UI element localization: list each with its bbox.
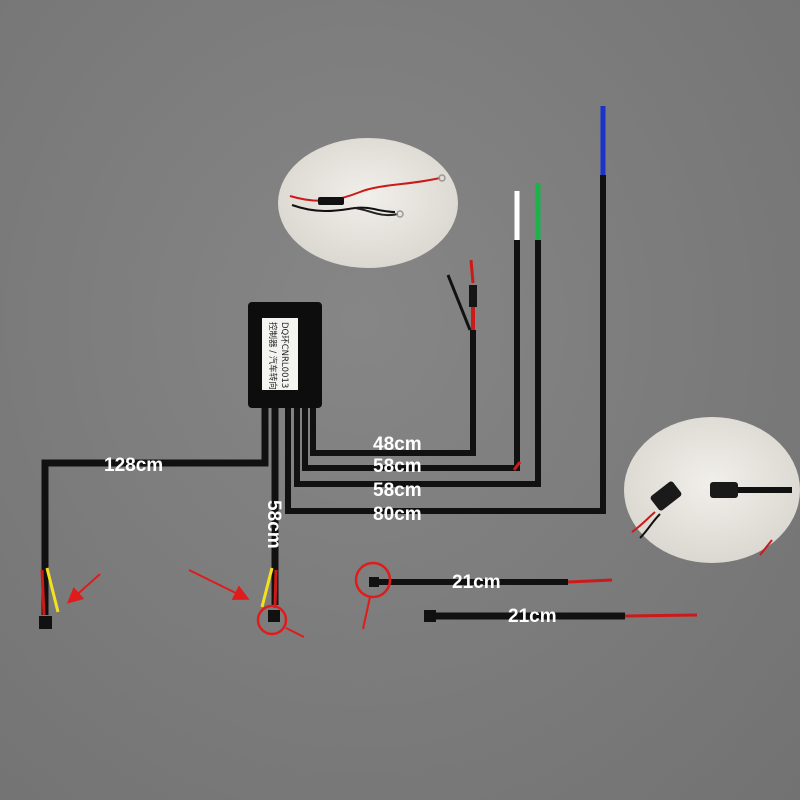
wire-58cm-vertical: [260, 407, 280, 622]
arrow-icon: [188, 569, 250, 600]
wire-21cm-upper: [369, 577, 613, 587]
label-58cm-a: 58cm: [373, 456, 422, 477]
label-48cm: 48cm: [373, 434, 422, 455]
label-80cm: 80cm: [373, 504, 422, 525]
terminal-plug-icon: [268, 610, 280, 622]
wire-21cm-lower: [424, 610, 698, 622]
label-128cm: 128cm: [104, 455, 163, 476]
wire-58cm-white: [302, 191, 522, 471]
label-58cm-b: 58cm: [373, 480, 422, 501]
socket-connector-icon: [710, 482, 738, 498]
label-21cm-upper: 21cm: [452, 572, 501, 593]
pointer-line-icon: [285, 627, 305, 638]
module-label-line2: 控制器 / 汽车转向: [267, 322, 278, 390]
wire-58cm-green: [294, 183, 541, 487]
wire-80cm-blue: [285, 106, 606, 514]
arrow-icon: [67, 573, 101, 604]
highlight-circle-icon: [354, 561, 392, 599]
control-module: DQ环CNRL0013 控制器 / 汽车转向: [248, 302, 322, 408]
connector-photo: [624, 417, 800, 563]
annotation-marks: [67, 561, 392, 638]
label-58cm-vertical: 58cm: [263, 500, 284, 549]
ring-terminal-icon: [438, 174, 446, 182]
pointer-line-icon: [362, 596, 371, 630]
label-21cm-lower: 21cm: [508, 606, 557, 627]
plug-connector-icon: [650, 481, 682, 511]
terminal-plug-icon: [39, 616, 52, 629]
fuse-holder: [318, 197, 344, 205]
module-label-line1: DQ环CNRL0013: [279, 322, 289, 388]
highlight-circle-icon: [256, 604, 288, 636]
inline-fuse-photo: [278, 138, 458, 268]
wire-128cm: [39, 407, 269, 629]
wire-48cm: [310, 259, 477, 456]
ring-terminal-icon: [396, 210, 404, 218]
